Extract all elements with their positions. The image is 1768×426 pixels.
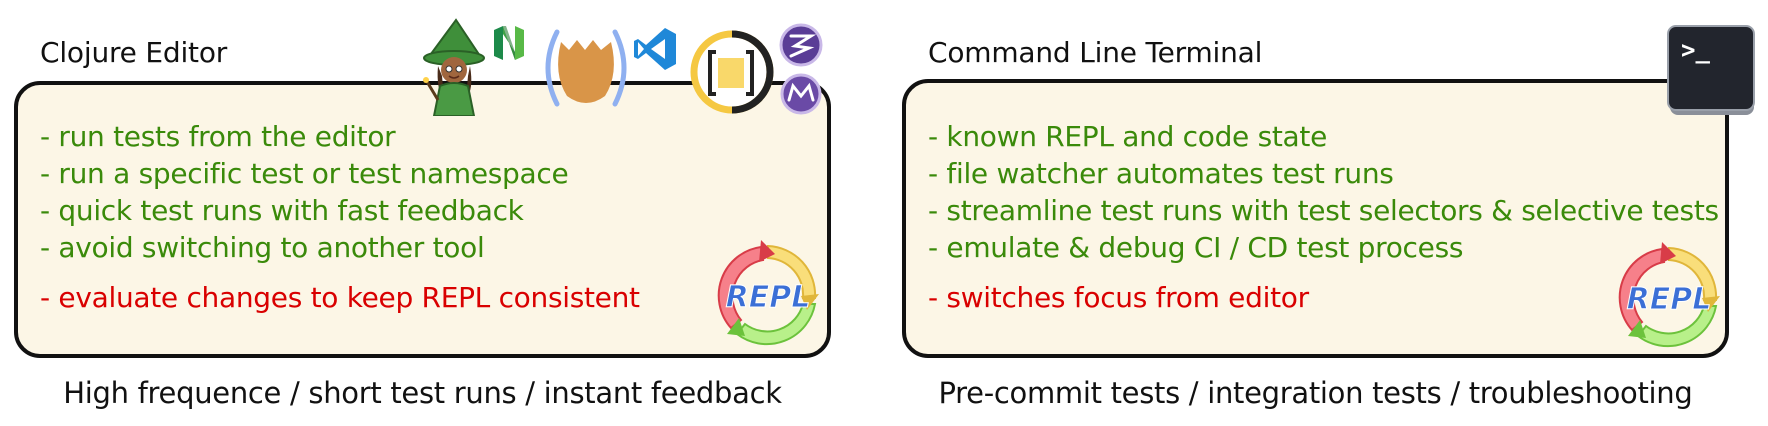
calva-icon	[690, 30, 774, 114]
terminal-bullet-negative: - switches focus from editor	[928, 281, 1309, 314]
left-caption: High frequence / short test runs / insta…	[63, 376, 782, 410]
repl-cycle-icon: REPL	[717, 240, 819, 346]
terminal-prompt: >_	[1681, 36, 1710, 64]
repl-label: REPL	[726, 280, 811, 315]
left-panel-title: Clojure Editor	[40, 36, 228, 69]
terminal-bullet-positive: - known REPL and code state	[928, 120, 1328, 153]
editor-bullet-negative: - evaluate changes to keep REPL consiste…	[40, 281, 640, 314]
terminal-bullet-positive: - file watcher automates test runs	[928, 157, 1394, 190]
right-caption: Pre-commit tests / integration tests / t…	[938, 376, 1693, 410]
terminal-panel	[902, 79, 1729, 358]
repl-cycle-icon: REPL	[1618, 242, 1720, 348]
terminal-bullet-list: - known REPL and code state - file watch…	[928, 118, 1719, 316]
right-panel-title: Command Line Terminal	[928, 36, 1263, 69]
terminal-bullet-positive: - emulate & debug CI / CD test process	[928, 231, 1464, 264]
terminal-bullet-positive: - streamline test runs with test selecto…	[928, 194, 1719, 227]
emacs-icon	[780, 73, 822, 115]
editor-bullet-positive: - run a specific test or test namespace	[40, 157, 569, 190]
neovim-icon	[494, 26, 524, 60]
editor-bullet-positive: - avoid switching to another tool	[40, 231, 485, 264]
vscode-icon	[634, 28, 676, 70]
editor-bullet-positive: - quick test runs with fast feedback	[40, 194, 524, 227]
intellij-cursive-icon	[545, 29, 627, 107]
editor-bullet-positive: - run tests from the editor	[40, 120, 396, 153]
wizard-mascot-icon	[423, 18, 485, 116]
terminal-icon: >_	[1667, 25, 1755, 115]
repl-label: REPL	[1627, 282, 1712, 317]
editor-bullet-list: - run tests from the editor - run a spec…	[40, 118, 640, 316]
emacs-icon	[779, 23, 823, 67]
editor-panel	[14, 81, 831, 358]
